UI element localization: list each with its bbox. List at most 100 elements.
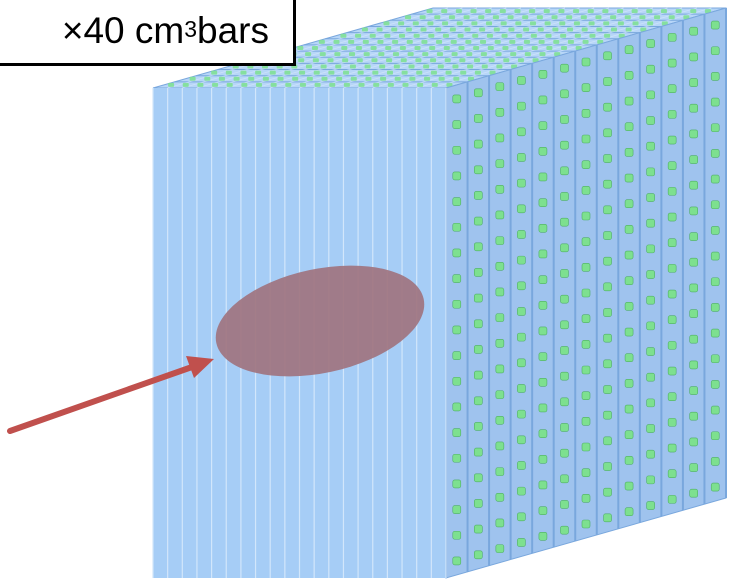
bar-end-marker (667, 212, 677, 222)
bar-end-marker (446, 82, 453, 87)
bar-end-marker (463, 15, 470, 20)
bar-end-marker (423, 64, 430, 69)
bar-end-marker (667, 418, 677, 427)
bar-end-marker (538, 326, 548, 336)
bar-end-marker (560, 448, 569, 458)
bar-end-marker (495, 338, 505, 348)
bar-end-marker (689, 257, 698, 267)
bar-end-marker (495, 261, 505, 271)
bar-end-marker (419, 15, 426, 20)
bar-end-marker (495, 287, 505, 297)
bar-end-marker (285, 82, 292, 87)
bar-end-marker (508, 27, 515, 32)
top-face-column-line (270, 7, 551, 89)
bar-end-marker (420, 27, 427, 32)
bar-end-marker (603, 462, 612, 471)
bar-end-marker (710, 46, 720, 56)
bar-end-marker (553, 39, 560, 44)
bar-end-marker (495, 415, 505, 425)
bar-end-marker (632, 21, 639, 26)
bar-end-marker (604, 33, 611, 38)
bar-end-marker (588, 21, 595, 26)
bar-end-marker (517, 307, 526, 316)
bar-end-marker (523, 27, 530, 32)
bar-end-marker (539, 52, 546, 57)
bar-end-marker (479, 27, 486, 32)
bar-end-marker (297, 46, 304, 50)
bar-end-marker (624, 173, 634, 183)
bar-end-marker (538, 95, 548, 105)
bar-end-marker (485, 9, 492, 14)
bar-end-marker (530, 33, 537, 38)
bar-end-marker (646, 321, 655, 331)
top-face-column-line (299, 7, 580, 89)
bar-end-marker (474, 524, 483, 534)
bar-end-marker (362, 39, 369, 44)
bar-end-marker (507, 15, 514, 20)
bar-end-marker (499, 9, 506, 14)
bar-end-marker (624, 507, 634, 516)
bar-end-marker (467, 76, 474, 81)
bar-end-marker (624, 15, 631, 20)
bar-end-marker (448, 15, 455, 20)
bar-end-marker (270, 82, 277, 87)
bar-end-marker (624, 404, 634, 414)
bar-end-marker (639, 15, 646, 20)
bar-end-marker (356, 58, 363, 63)
bar-end-marker (646, 64, 655, 74)
bar-end-marker (474, 114, 483, 123)
bar-end-marker (646, 193, 655, 202)
bar-end-marker (524, 52, 531, 57)
bar-end-marker (538, 480, 548, 490)
bar-end-marker (422, 52, 429, 57)
bar-end-marker (624, 122, 634, 131)
bar-end-marker (603, 359, 612, 369)
bar-end-marker (465, 39, 472, 44)
bar-end-marker (414, 46, 421, 50)
bar-end-marker (451, 52, 458, 57)
bar-end-marker (225, 70, 232, 75)
bar-end-marker (311, 46, 318, 50)
bar-end-marker (710, 405, 720, 415)
bar-end-marker (452, 428, 462, 437)
bar-end-marker (529, 21, 536, 26)
bar-end-marker (474, 191, 483, 200)
bar-end-marker (624, 148, 634, 157)
bar-end-marker (710, 200, 720, 210)
bar-end-marker (343, 82, 350, 87)
bar-end-marker (392, 52, 399, 57)
bar-end-marker (348, 39, 355, 44)
top-face-column-line (401, 7, 683, 89)
bar-end-marker (581, 468, 591, 477)
bar-end-marker (625, 27, 632, 32)
bar-end-marker (624, 96, 634, 106)
bar-end-marker (459, 58, 466, 63)
beam-arrow-shaft (7, 364, 195, 434)
bar-end-marker (452, 505, 462, 514)
bar-end-marker (603, 308, 612, 317)
bar-end-marker (660, 9, 667, 14)
bar-end-marker (517, 486, 526, 496)
bar-end-marker (646, 167, 655, 177)
bar-end-marker (189, 76, 196, 81)
cube-side-face (445, 7, 727, 579)
bar-end-marker (496, 64, 503, 69)
bar-end-marker (460, 70, 467, 75)
bar-end-marker (493, 27, 500, 32)
bar-end-marker (211, 70, 218, 75)
bar-end-marker (624, 225, 634, 234)
bar-end-marker (581, 442, 591, 452)
bar-end-marker (321, 76, 328, 81)
bar-end-marker (452, 64, 459, 69)
bar-end-marker (624, 327, 634, 337)
bar-end-marker (474, 88, 483, 98)
bar-end-marker (218, 76, 225, 81)
bar-end-marker (495, 313, 505, 322)
bar-end-marker (558, 9, 565, 14)
bar-end-marker (212, 82, 219, 87)
bar-end-marker (667, 495, 677, 504)
bar-end-marker (560, 474, 569, 484)
bar-end-marker (474, 293, 483, 303)
bar-end-marker (320, 64, 327, 69)
